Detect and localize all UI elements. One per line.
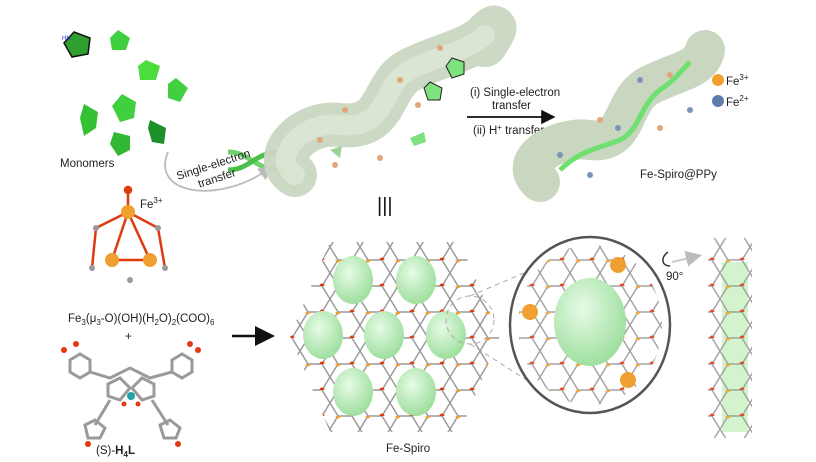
tube-with-monomers [264,5,517,197]
monomers-label: Monomers [60,158,115,170]
step-i-line2: transfer [492,100,531,112]
framework-model [290,242,500,432]
legend: Fe3+ Fe2+ [712,73,749,109]
fe3-legend-dot [712,74,724,86]
cluster-formula: Fe3(μ3-O)(OH)(H2O)2(COO)6 [68,313,215,327]
rotate-icon [662,250,702,267]
product-label: Fe-Spiro@PPy [640,169,717,181]
pyrrole-nh-label: HN [62,36,71,42]
fe-cluster-model [89,185,168,283]
ligand-model [61,341,201,447]
rotation-label: 90° [666,271,683,283]
monomer [80,104,98,136]
monomer [112,94,136,122]
monomers-group: HN Monomers [60,30,188,170]
cluster-fe-label: Fe3+ [140,196,163,211]
monomer [148,120,166,144]
ligand-label: (S)-H4L [96,445,135,459]
monomer [168,78,188,102]
fe2-legend-dot [712,95,724,107]
step-i-line1: (i) Single-electron [470,87,560,99]
plus-sign: + [125,331,132,343]
monomer [138,60,160,80]
equivalence-sign: ||| [377,195,393,217]
fe2-legend-label: Fe2+ [726,94,749,109]
framework-pores [303,256,466,416]
pore-inset [508,235,672,415]
monomer [110,132,130,156]
polymer-tube [512,30,725,202]
framework-label: Fe-Spiro [386,443,430,455]
channel-side-view [708,238,752,438]
pyrrole-monomer [63,31,91,58]
monomer [110,30,130,50]
set-curved-arrow [164,151,273,192]
fe3-legend-label: Fe3+ [726,73,749,88]
